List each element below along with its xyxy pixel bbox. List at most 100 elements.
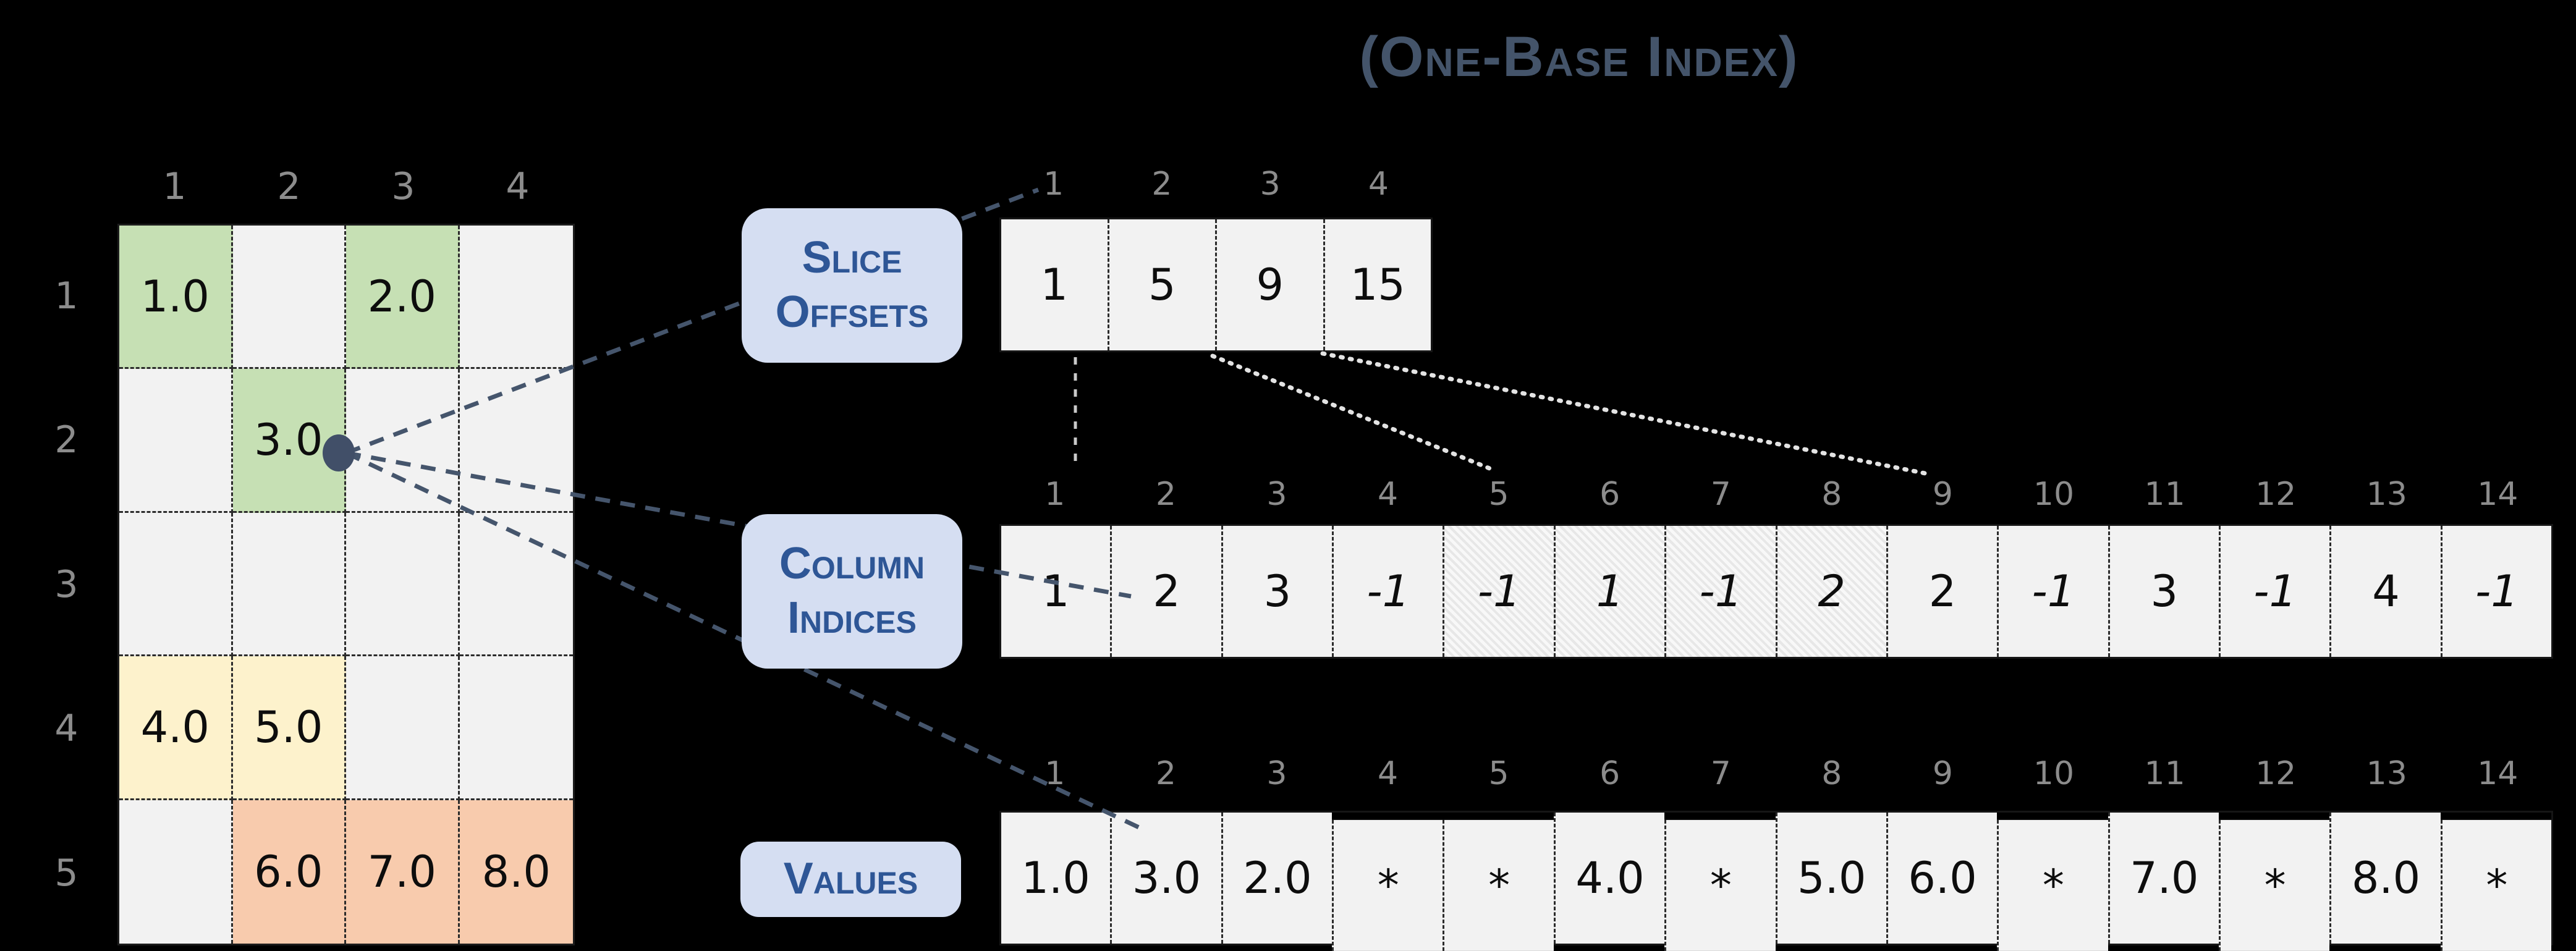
- index-label: 3: [1260, 166, 1281, 203]
- sparse-matrix-grid: 1.0 2.0 3.0 4.0 5.0 6.0 7.0 8.0: [117, 224, 575, 945]
- index-label: 9: [1932, 476, 1953, 513]
- matrix-row-label: 4: [54, 707, 78, 750]
- index-label: 3: [1266, 755, 1287, 792]
- index-label: 9: [1932, 755, 1953, 792]
- matrix-cell: [119, 512, 233, 657]
- matrix-row-label: 3: [54, 563, 78, 606]
- array-cell: *: [2218, 819, 2330, 951]
- index-label: 1: [1044, 476, 1066, 513]
- dotted-line-offset-9: [1320, 351, 1934, 477]
- slice-offsets-array: 1 5 9 15: [999, 218, 1433, 352]
- values-array: 1.0 3.0 2.0 * * 4.0 * 5.0 6.0 * 7.0 * 8.…: [999, 811, 2553, 951]
- array-cell: -1: [1997, 526, 2108, 657]
- matrix-cell: [119, 800, 233, 944]
- array-cell: 1: [1553, 526, 1665, 657]
- matrix-col-label: 1: [163, 165, 187, 208]
- index-label: 10: [2033, 755, 2075, 792]
- matrix-cell: [459, 226, 573, 370]
- array-cell: 1: [1001, 526, 1111, 657]
- matrix-cell: 7.0: [346, 800, 460, 944]
- array-cell: 6.0: [1886, 813, 1998, 944]
- array-cell: *: [1443, 819, 1554, 951]
- array-cell: -1: [1332, 526, 1443, 657]
- index-label: 7: [1710, 755, 1731, 792]
- matrix-cell: [459, 512, 573, 657]
- matrix-cell: [346, 512, 460, 657]
- index-label: 11: [2144, 755, 2185, 792]
- array-cell: 15: [1323, 219, 1431, 350]
- column-indices-label-line2: Indices: [787, 593, 917, 643]
- matrix-cell: 1.0: [119, 226, 233, 370]
- array-cell: 2.0: [1221, 813, 1332, 944]
- matrix-row-label: 5: [54, 852, 78, 895]
- matrix-cell: [119, 369, 233, 513]
- column-indices-label-line1: Column: [779, 539, 925, 589]
- matrix-cell: [232, 226, 346, 370]
- dotted-line-offset-5: [1210, 353, 1498, 473]
- array-cell: 8.0: [2329, 813, 2441, 944]
- index-label: 11: [2144, 476, 2185, 513]
- index-label: 6: [1599, 755, 1621, 792]
- array-cell: 3.0: [1110, 813, 1221, 944]
- matrix-cell: [346, 656, 460, 800]
- index-label: 14: [2477, 476, 2519, 513]
- matrix-cell: 4.0: [119, 656, 233, 800]
- matrix-cell: 3.0: [232, 369, 346, 513]
- matrix-row-label: 1: [54, 274, 78, 318]
- array-cell: 2: [1775, 526, 1886, 657]
- index-label: 4: [1377, 476, 1399, 513]
- index-label: 5: [1488, 755, 1509, 792]
- index-label: 1: [1044, 755, 1066, 792]
- matrix-col-label: 2: [277, 165, 301, 208]
- array-cell: -1: [2440, 526, 2552, 657]
- array-cell: 5: [1107, 219, 1215, 350]
- array-cell: 1.0: [1001, 813, 1111, 944]
- array-cell: *: [2440, 819, 2552, 951]
- array-cell: -1: [1443, 526, 1554, 657]
- index-label: 2: [1155, 755, 1176, 792]
- index-label: 5: [1488, 476, 1509, 513]
- values-indices: 1 2 3 4 5 6 7 8 9 10 11 12 13 14: [999, 755, 2553, 792]
- matrix-row-label: 2: [54, 418, 78, 462]
- index-label: 12: [2255, 755, 2297, 792]
- index-label: 13: [2366, 476, 2407, 513]
- index-label: 13: [2366, 755, 2407, 792]
- column-indices-array: 1 2 3 -1 -1 1 -1 2 2 -1 3 -1 4 -1: [999, 524, 2553, 659]
- slice-offsets-indices: 1 2 3 4: [999, 166, 1433, 203]
- index-label: 2: [1155, 476, 1176, 513]
- matrix-col-label: 3: [391, 165, 415, 208]
- values-label-line1: Values: [783, 854, 918, 904]
- matrix-col-labels: 1 2 3 4: [117, 165, 575, 208]
- column-indices-indices: 1 2 3 4 5 6 7 8 9 10 11 12 13 14: [999, 476, 2553, 513]
- index-label: 10: [2033, 476, 2075, 513]
- index-label: 12: [2255, 476, 2297, 513]
- matrix-cell: 6.0: [232, 800, 346, 944]
- array-cell: 7.0: [2108, 813, 2219, 944]
- array-cell: *: [1332, 819, 1443, 951]
- index-label: 14: [2477, 755, 2519, 792]
- matrix-cell: 5.0: [232, 656, 346, 800]
- index-label: 3: [1266, 476, 1287, 513]
- column-indices-label: Column Indices: [742, 514, 962, 669]
- index-label: 2: [1151, 166, 1172, 203]
- index-label: 6: [1599, 476, 1621, 513]
- array-cell: 4: [2329, 526, 2441, 657]
- array-cell: -1: [2218, 526, 2330, 657]
- index-label: 4: [1377, 755, 1399, 792]
- matrix-cell: [232, 512, 346, 657]
- values-label: Values: [740, 842, 961, 917]
- index-label: 4: [1368, 166, 1389, 203]
- array-cell: -1: [1664, 526, 1776, 657]
- matrix-col-label: 4: [506, 165, 530, 208]
- array-cell: 2: [1110, 526, 1221, 657]
- array-cell: 2: [1886, 526, 1998, 657]
- matrix-cell: 2.0: [346, 226, 460, 370]
- index-label: 8: [1821, 755, 1842, 792]
- index-label: 8: [1821, 476, 1842, 513]
- matrix-cell: [459, 369, 573, 513]
- slice-offsets-label: Slice Offsets: [742, 208, 962, 363]
- matrix-cell: 8.0: [459, 800, 573, 944]
- array-cell: 3: [2108, 526, 2219, 657]
- array-cell: 9: [1215, 219, 1323, 350]
- array-cell: *: [1997, 819, 2108, 951]
